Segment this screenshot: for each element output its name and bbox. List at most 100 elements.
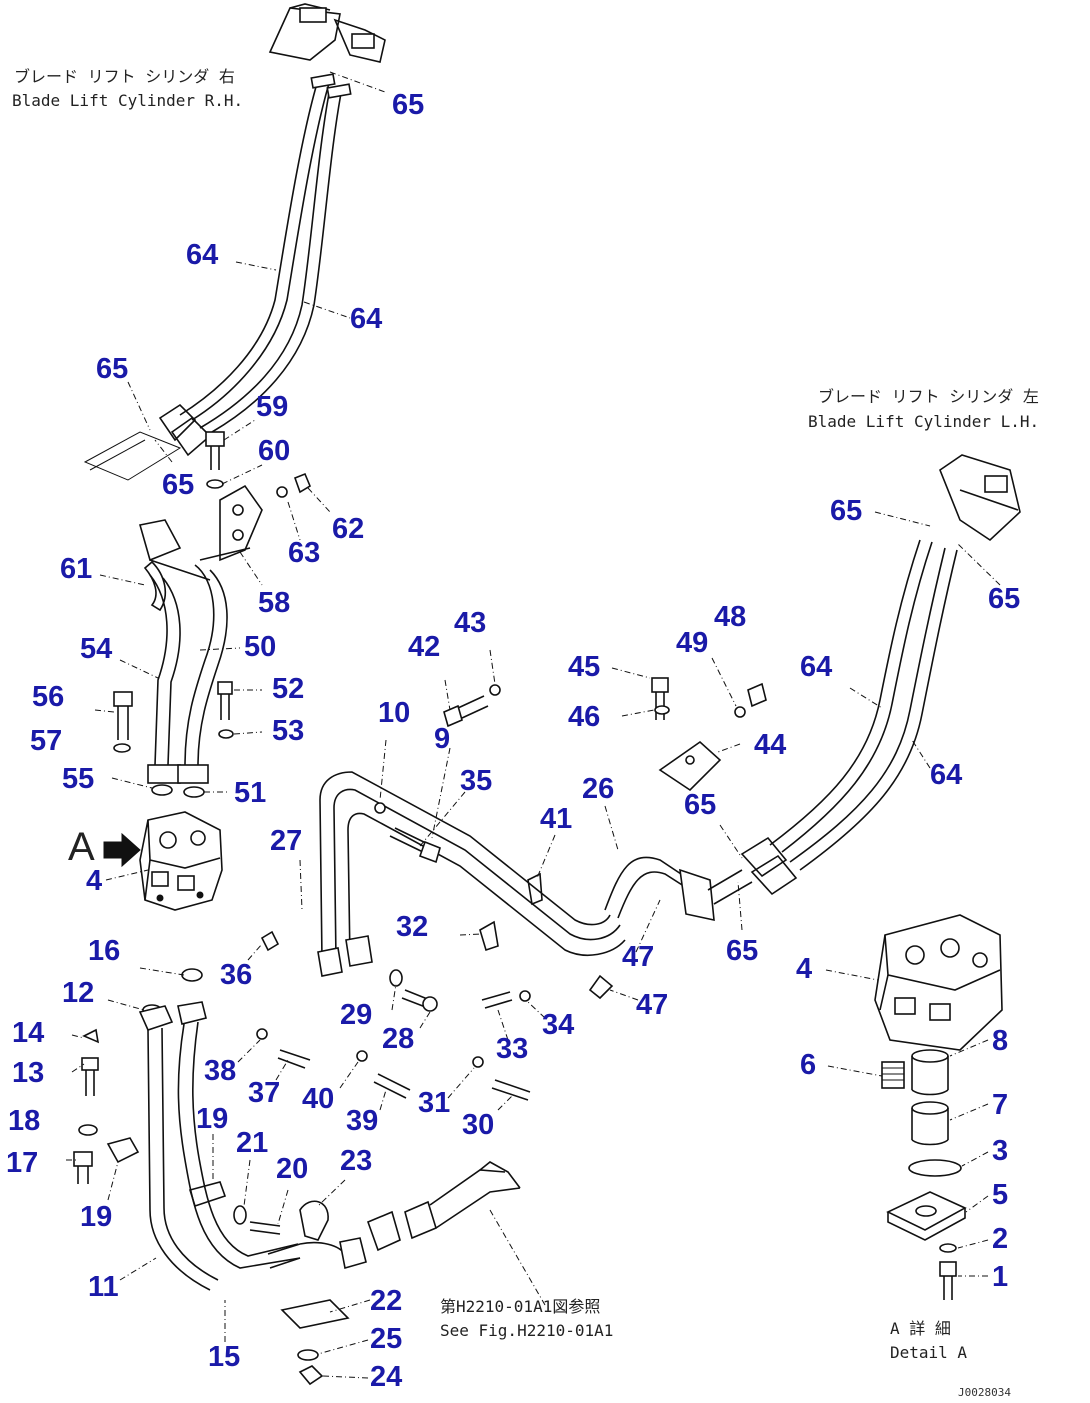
callout-14: 14	[12, 1017, 44, 1049]
fitting-36	[260, 930, 280, 952]
callout-numbers: 65 64 64 65 65 59 60 62 63 61 58 50 54 5…	[6, 89, 1020, 1393]
callout-19: 19	[80, 1201, 112, 1233]
callout-21: 21	[236, 1127, 268, 1159]
callout-13: 13	[12, 1057, 44, 1089]
callout-37: 37	[248, 1077, 280, 1109]
reference-hose	[366, 1161, 521, 1252]
bolt-20	[249, 1221, 281, 1235]
drawing-id: J0028034	[958, 1386, 1011, 1399]
callout-64: 64	[800, 651, 832, 683]
callout-6: 6	[800, 1049, 816, 1081]
callout-22: 22	[370, 1285, 402, 1317]
callout-1: 1	[992, 1261, 1008, 1293]
piston-8	[911, 1049, 949, 1096]
callout-20: 20	[276, 1153, 308, 1185]
callout-28: 28	[382, 1023, 414, 1055]
callout-33: 33	[496, 1033, 528, 1065]
annotation-texts: ブレード リフト シリンダ 右 Blade Lift Cylinder R.H.…	[12, 67, 1039, 1399]
callout-19: 19	[196, 1103, 228, 1135]
callout-31: 31	[418, 1087, 450, 1119]
callout-30: 30	[462, 1109, 494, 1141]
rh-cylinder-jp: ブレード リフト シリンダ 右	[14, 67, 235, 86]
pipe-11-15	[138, 1001, 367, 1291]
washer-29	[389, 969, 403, 987]
callout-17: 17	[6, 1147, 38, 1179]
bolt-59	[205, 431, 225, 470]
callout-8: 8	[992, 1025, 1008, 1057]
callout-60: 60	[258, 435, 290, 467]
washer-2	[939, 1243, 957, 1253]
callout-29: 29	[340, 999, 372, 1031]
lh-cylinder-jp: ブレード リフト シリンダ 左	[818, 387, 1039, 406]
callout-40: 40	[302, 1083, 334, 1115]
callout-45: 45	[568, 651, 600, 683]
rh-cylinder-en: Blade Lift Cylinder R.H.	[12, 91, 243, 110]
callout-64: 64	[930, 759, 962, 791]
callout-52: 52	[272, 673, 304, 705]
callout-65: 65	[726, 935, 758, 967]
callout-42: 42	[408, 631, 440, 663]
bolt-39	[373, 1073, 411, 1099]
callout-39: 39	[346, 1105, 378, 1137]
spring-6	[881, 1061, 905, 1089]
washer-53	[218, 729, 234, 739]
callout-62: 62	[332, 513, 364, 545]
callout-47: 47	[622, 941, 654, 973]
callout-50: 50	[244, 631, 276, 663]
washer-18	[78, 1124, 98, 1136]
callout-41: 41	[540, 803, 572, 835]
callout-34: 34	[542, 1009, 574, 1041]
callout-12: 12	[62, 977, 94, 1009]
clamp-41	[527, 872, 543, 906]
detail-a-jp: A 詳 細	[890, 1319, 951, 1338]
callout-44: 44	[754, 729, 786, 761]
washer-14	[82, 1028, 100, 1044]
callout-23: 23	[340, 1145, 372, 1177]
callout-25: 25	[370, 1323, 402, 1355]
callout-56: 56	[32, 681, 64, 713]
callout-49: 49	[676, 627, 708, 659]
callout-16: 16	[88, 935, 120, 967]
washer-31	[472, 1056, 484, 1068]
reference-en: See Fig.H2210-01A1	[440, 1321, 613, 1340]
callout-43: 43	[454, 607, 486, 639]
bolt-37	[277, 1049, 311, 1069]
clip-47	[588, 974, 614, 1000]
callout-2: 2	[992, 1223, 1008, 1255]
callout-64: 64	[350, 303, 382, 335]
callout-65: 65	[162, 469, 194, 501]
bolt-1	[939, 1261, 957, 1300]
clamp-23	[299, 1200, 329, 1241]
bolt-33	[481, 991, 513, 1009]
nut-62	[293, 472, 312, 494]
callout-51: 51	[234, 777, 266, 809]
callout-9: 9	[434, 723, 450, 755]
bolt-42	[443, 695, 489, 728]
callout-65: 65	[830, 495, 862, 527]
callout-11: 11	[88, 1271, 119, 1303]
washer-38	[256, 1028, 268, 1040]
washer-46	[654, 705, 670, 715]
callout-58: 58	[258, 587, 290, 619]
oring-51	[183, 786, 205, 798]
bolt-17	[73, 1151, 93, 1184]
callout-24: 24	[370, 1361, 402, 1393]
washer-21	[233, 1205, 247, 1225]
callout-36: 36	[220, 959, 252, 991]
callout-48: 48	[714, 601, 746, 633]
view-letter-a: A	[68, 825, 95, 869]
callout-5: 5	[992, 1179, 1008, 1211]
bolt-56	[113, 691, 133, 740]
callout-55: 55	[62, 763, 94, 795]
detail-a-en: Detail A	[890, 1343, 967, 1362]
bracket-58	[199, 484, 263, 562]
callout-64: 64	[186, 239, 218, 271]
washer-10	[374, 802, 386, 814]
callout-27: 27	[270, 825, 302, 857]
oring-16	[181, 968, 203, 982]
callout-46: 46	[568, 701, 600, 733]
callout-4: 4	[86, 865, 102, 897]
valve-4-main	[139, 811, 223, 911]
